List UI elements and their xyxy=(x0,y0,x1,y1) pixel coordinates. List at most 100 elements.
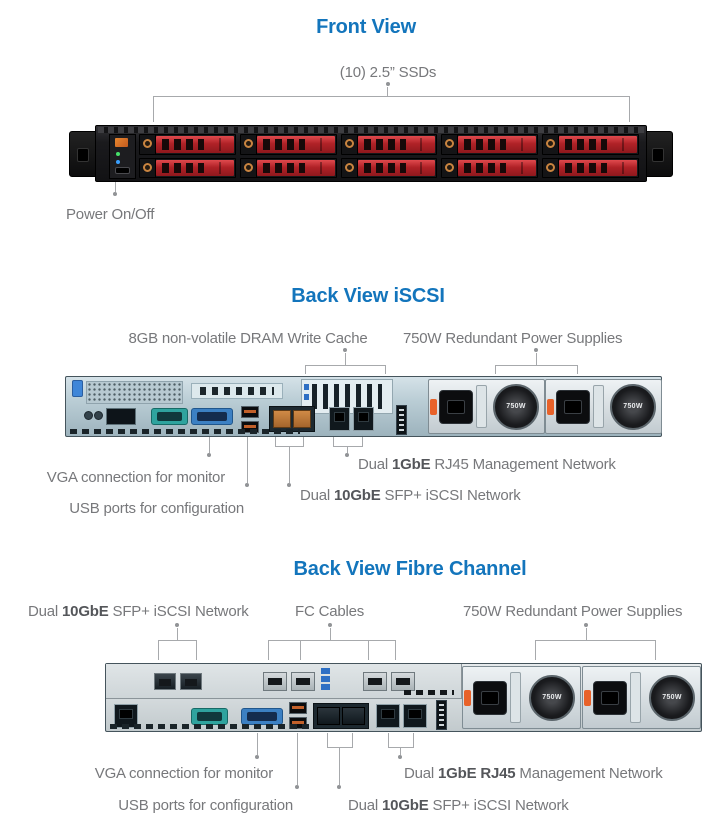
label-text: Management Network xyxy=(515,765,663,782)
iscsi-psu-label: 750W Redundant Power Supplies xyxy=(403,330,623,347)
callout-line xyxy=(368,640,369,660)
callout-line xyxy=(347,446,348,453)
psu-release-clip xyxy=(547,398,554,415)
callout-bracket xyxy=(153,96,630,97)
callout-line xyxy=(257,733,258,755)
power-supply-2: 750W xyxy=(545,379,662,434)
front-server-image xyxy=(69,125,673,182)
callout-line xyxy=(268,640,269,660)
iscsi-back-server-image: 750W 750W xyxy=(65,376,662,437)
psu-release-clip xyxy=(464,689,471,706)
drive-release-button xyxy=(240,158,257,177)
callout-line xyxy=(362,437,363,447)
front-control-panel xyxy=(109,134,136,179)
deck-vents xyxy=(404,690,454,695)
rack-ear-right xyxy=(644,131,673,177)
psu-fan: 750W xyxy=(493,383,539,430)
callout-bracket xyxy=(333,446,363,447)
power-supply-1: 750W xyxy=(428,379,545,434)
drive-vents xyxy=(464,139,507,150)
callout-line xyxy=(495,365,496,374)
front-drive-grid xyxy=(139,134,639,178)
vga-port xyxy=(191,408,233,425)
callout-line xyxy=(395,640,396,660)
callout-dot xyxy=(207,453,211,457)
drive-tray xyxy=(156,159,234,176)
label-text: Dual xyxy=(28,603,63,620)
psu-handle xyxy=(510,672,521,723)
callout-dot xyxy=(255,755,259,759)
psu-handle xyxy=(476,385,487,428)
psu-handle xyxy=(593,385,604,428)
riser-latch xyxy=(72,380,83,397)
callout-line xyxy=(385,365,386,374)
rj45-management-ports xyxy=(329,407,374,431)
callout-line xyxy=(196,640,197,660)
callout-line xyxy=(327,733,328,748)
psu-ac-inlet xyxy=(593,680,627,715)
psu-ac-inlet xyxy=(473,680,507,715)
fc-transceiver-pair-2 xyxy=(363,672,415,691)
drive-release-button xyxy=(140,158,156,177)
callout-line xyxy=(209,437,210,453)
callout-line xyxy=(629,96,630,122)
callout-bracket xyxy=(158,640,197,641)
label-text: Dual xyxy=(300,487,335,504)
label-text-bold: 1GbE xyxy=(392,456,431,473)
drive-release-button xyxy=(442,135,459,154)
psu-wattage-label: 750W xyxy=(506,403,526,410)
callout-dot xyxy=(343,348,347,352)
drive-tray xyxy=(458,159,537,176)
serial-port xyxy=(191,708,228,725)
callout-bracket xyxy=(327,747,353,748)
drive-vents xyxy=(162,162,204,173)
fc-riser-deck xyxy=(106,664,462,699)
drive-tray xyxy=(559,136,637,153)
callout-dot xyxy=(295,785,299,789)
drive-vents xyxy=(262,139,305,150)
callout-line xyxy=(305,365,306,374)
ssd-drive xyxy=(441,157,539,178)
label-text: SFP+ iSCSI Network xyxy=(428,797,569,814)
fc-sfp-bottom-label: Dual 10GbE SFP+ iSCSI Network xyxy=(348,797,569,814)
label-text-bold: 10GbE xyxy=(334,487,381,504)
callout-line xyxy=(345,353,346,365)
label-text: SFP+ iSCSI Network xyxy=(380,487,521,504)
serial-port xyxy=(151,408,188,425)
psu-handle xyxy=(630,672,641,723)
label-text-bold: 10GbE xyxy=(382,797,429,814)
callout-line xyxy=(333,437,334,447)
drive-release-button xyxy=(240,135,257,154)
back-view-fc-title: Back View Fibre Channel xyxy=(293,558,527,580)
drive-release-button xyxy=(140,135,156,154)
callout-line xyxy=(535,640,536,660)
drive-release-button xyxy=(543,135,560,154)
status-led xyxy=(116,152,120,156)
callout-dot xyxy=(345,453,349,457)
callout-line xyxy=(352,733,353,748)
ssd-drive xyxy=(239,157,337,178)
power-on-off-label: Power On/Off xyxy=(66,206,155,223)
label-text: SFP+ iSCSI Network xyxy=(108,603,249,620)
callout-line xyxy=(247,437,248,483)
psu-release-clip xyxy=(584,689,591,706)
callout-line xyxy=(413,733,414,748)
drive-vents xyxy=(565,139,608,150)
callout-line xyxy=(153,96,154,122)
drive-vents xyxy=(565,162,608,173)
callout-dot xyxy=(287,483,291,487)
callout-line xyxy=(388,733,389,748)
chassis-edge-vents xyxy=(110,724,310,729)
ssd-drive xyxy=(139,134,236,155)
back-view-iscsi-title: Back View iSCSI xyxy=(291,285,445,307)
iscsi-usb-label: USB ports for configuration xyxy=(69,500,244,517)
callout-bracket xyxy=(268,640,395,641)
chassis-edge-vents xyxy=(70,429,300,434)
power-supply-2: 750W xyxy=(582,666,701,729)
label-text: RJ45 Management Network xyxy=(430,456,616,473)
service-tag xyxy=(396,405,407,435)
label-text: Dual xyxy=(348,797,383,814)
callout-line xyxy=(586,628,587,640)
psu-fan: 750W xyxy=(649,674,695,721)
psu-wattage-label: 750W xyxy=(662,694,682,701)
